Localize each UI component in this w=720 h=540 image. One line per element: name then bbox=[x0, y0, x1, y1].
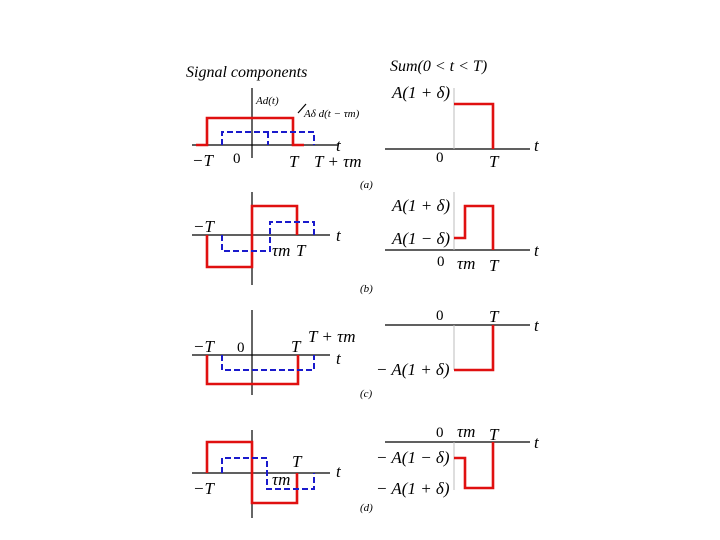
panel-b-right-label-big-t: T bbox=[489, 256, 500, 275]
panel-c-left: −T 0 T T + τm t (c) bbox=[192, 310, 373, 400]
panel-d-left-blue-pulse bbox=[221, 457, 315, 490]
panel-c-right-red-sum bbox=[454, 325, 495, 372]
panel-a-left: Ad(t) Aδ d(t − τm) t −T 0 T T + τm (a) bbox=[192, 88, 373, 191]
panel-b-left-label-t: t bbox=[336, 226, 342, 245]
panel-d-left-red-pulse bbox=[205, 440, 299, 505]
panel-d-left-label-neg-t: −T bbox=[193, 479, 215, 498]
panel-a-right-label-t: t bbox=[534, 136, 540, 155]
panel-c-left-blue-pulse bbox=[221, 355, 315, 371]
panel-a-left-red-pulse bbox=[196, 116, 304, 147]
panel-a-right-label-level: A(1 + δ) bbox=[391, 83, 450, 102]
panel-d-right-label-t: t bbox=[534, 433, 540, 452]
panel-b-right-label-level-lo: A(1 − δ) bbox=[391, 229, 450, 248]
panel-d-left-label-tau: τm bbox=[272, 470, 290, 489]
panel-c-right-label-big-t: T bbox=[489, 307, 500, 326]
panel-a-left-label-t: t bbox=[336, 136, 342, 155]
panel-d-right: 0 τm T t − A(1 − δ) − A(1 + δ) bbox=[376, 422, 540, 498]
panel-b-right-label-level-hi: A(1 + δ) bbox=[391, 196, 450, 215]
panel-d-right-label-level-lo: − A(1 − δ) bbox=[376, 448, 450, 467]
panel-b-left-blue-pulse bbox=[221, 221, 315, 252]
panel-d-left-label-t: t bbox=[336, 462, 342, 481]
panel-b-left-label-tau: τm bbox=[272, 241, 290, 260]
panel-d-right-label-zero: 0 bbox=[436, 425, 444, 441]
panel-a-left-label-adshift: Aδ d(t − τm) bbox=[303, 108, 360, 120]
panel-a-right-label-zero: 0 bbox=[436, 150, 444, 166]
panel-d-right-label-tau: τm bbox=[457, 422, 475, 441]
panel-a-left-label-big-t: T bbox=[289, 152, 300, 171]
panel-c-right: 0 T t − A(1 + δ) bbox=[376, 307, 540, 379]
panel-c-left-label-t-plus-tau: T + τm bbox=[308, 327, 355, 346]
panel-c-right-label-t: t bbox=[534, 316, 540, 335]
panel-a-caption: (a) bbox=[360, 179, 373, 191]
panel-b-left: −T t τm T (b) bbox=[192, 192, 373, 295]
panel-c-left-label-zero: 0 bbox=[237, 340, 245, 356]
panel-b-right-label-t: t bbox=[534, 241, 540, 260]
panel-a-left-label-ad: Ad(t) bbox=[255, 95, 279, 107]
panel-b-right: A(1 + δ) A(1 − δ) 0 τm T t bbox=[385, 192, 540, 275]
panel-c-caption: (c) bbox=[360, 388, 373, 400]
panel-b-left-red-pulse bbox=[205, 204, 299, 269]
panel-b-caption: (b) bbox=[360, 283, 373, 295]
panel-b-left-label-neg-t: −T bbox=[193, 217, 215, 236]
right-column-title: Sum(0 < t < T) bbox=[390, 58, 487, 75]
panel-a-left-label-neg-t: −T bbox=[192, 151, 214, 170]
panel-d-left: T t −T τm (d) bbox=[192, 430, 373, 518]
panel-d-right-red-sum bbox=[454, 442, 495, 490]
panel-b-right-red-sum bbox=[454, 204, 495, 250]
panel-b-left-label-big-t: T bbox=[296, 241, 307, 260]
panel-b-right-label-tau: τm bbox=[457, 254, 475, 273]
panel-d-left-label-big-t: T bbox=[292, 452, 303, 471]
panel-c-right-label-zero: 0 bbox=[436, 308, 444, 324]
panel-b-right-label-zero: 0 bbox=[437, 254, 445, 270]
left-column-title: Signal components bbox=[186, 64, 307, 81]
panel-d-caption: (d) bbox=[360, 502, 373, 514]
panel-a-right-label-big-t: T bbox=[489, 152, 500, 171]
panel-a-left-annotation-pointer bbox=[297, 103, 307, 114]
panel-a-left-label-t-plus-tau: T + τm bbox=[314, 152, 361, 171]
panel-a-right: A(1 + δ) 0 T t bbox=[385, 83, 540, 171]
panel-c-left-label-t: t bbox=[336, 349, 342, 368]
panel-a-left-label-zero: 0 bbox=[233, 151, 241, 167]
panel-c-left-label-big-t: T bbox=[291, 337, 302, 356]
panel-c-right-label-level: − A(1 + δ) bbox=[376, 360, 450, 379]
panel-d-right-label-big-t: T bbox=[489, 425, 500, 444]
panel-a-right-red-sum bbox=[454, 102, 495, 149]
panel-c-left-label-neg-t: −T bbox=[193, 337, 215, 356]
panel-d-right-label-level-hi: − A(1 + δ) bbox=[376, 479, 450, 498]
